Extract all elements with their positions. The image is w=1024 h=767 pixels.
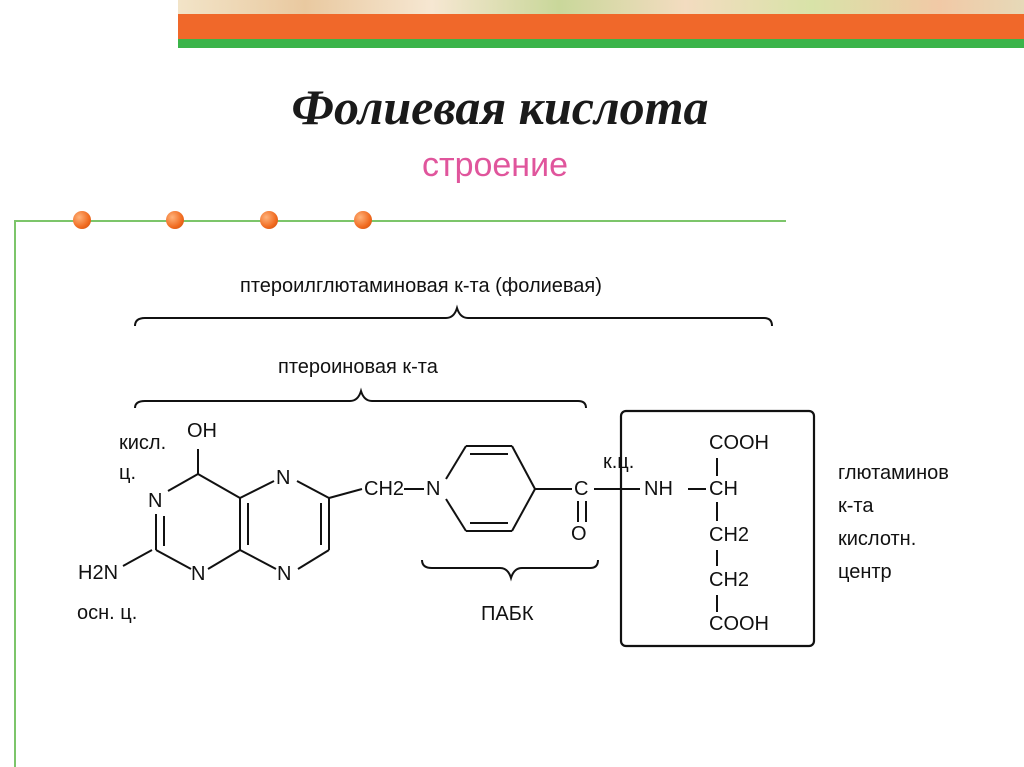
bullet-dot [166,211,184,229]
atom-o: O [571,523,587,545]
label-acid-center-right: кислотн. [838,528,917,550]
atom-h2n: H2N [78,562,119,584]
atom-n-ring: N [426,478,441,500]
label-acid-center: кисл. [119,432,167,454]
atom-cooh-bottom: COOH [709,613,769,635]
label-center: центр [838,561,892,583]
label-glutamic-acid: к-та [838,495,874,517]
atom-c: C [574,478,589,500]
brace-pteroic [134,387,587,409]
label-paba: ПАБК [481,603,534,625]
label-pteroic: птероиновая к-та [278,356,438,378]
brace-paba [421,559,599,582]
pteridine-ring-left [122,449,249,570]
atom-n: N [276,467,291,489]
pteridine-ring-right [239,480,424,570]
atom-n: N [277,563,292,585]
label-glutamic: глютаминов [838,462,949,484]
label-coord-center: к.ц. [603,451,635,473]
benzene-ring [445,445,572,532]
label-acid-center-2: ц. [119,462,137,484]
slide-subtitle: строение [422,146,568,184]
header-orange-bar [178,14,1024,39]
header-banner [178,0,1024,14]
atom-ch2-1: CH2 [709,524,750,546]
slide-title: Фолиевая кислота [291,79,709,135]
bullet-dot [73,211,91,229]
header-green-bar [178,39,1024,48]
atom-n: N [148,490,163,512]
atom-nh: NH [644,478,673,500]
divider-vertical [14,220,16,767]
atom-n: N [191,563,206,585]
atom-oh: OH [187,420,217,442]
bullet-dot [354,211,372,229]
atom-ch2-2: CH2 [709,569,750,591]
atom-cooh-top: COOH [709,432,769,454]
label-base-center: осн. ц. [77,602,138,624]
brace-pteroylglutamic [134,304,773,327]
glutamate-box [619,409,816,648]
bullet-dot [260,211,278,229]
atom-ch: CH [709,478,738,500]
atom-ch2: CH2 [364,478,405,500]
divider-horizontal [14,220,786,222]
label-pteroylglutamic: птероилглютаминовая к-та (фолиевая) [240,275,602,297]
